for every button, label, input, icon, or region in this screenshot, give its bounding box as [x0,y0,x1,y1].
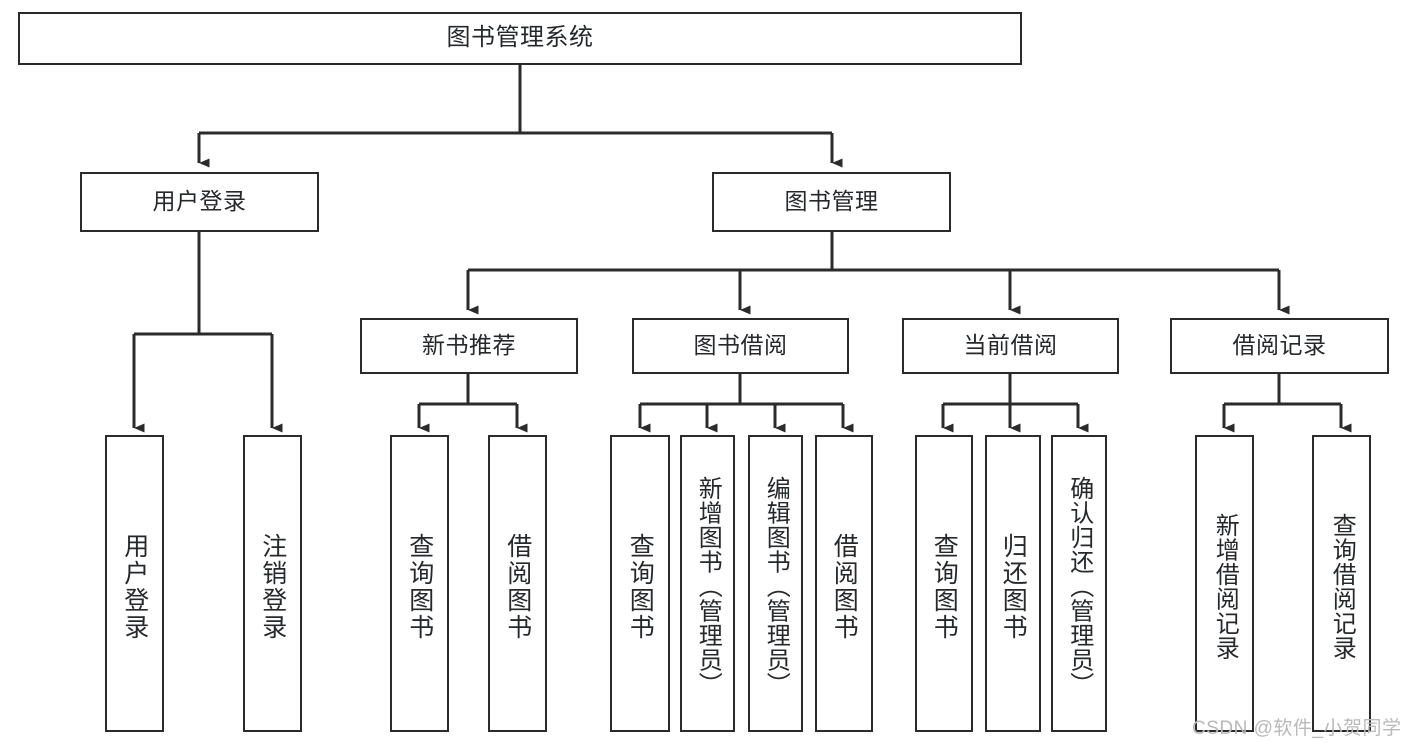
node-leaf-borrow-book-2[interactable]: 借阅图书 [815,435,873,732]
node-leaf-query-record[interactable]: 查询借阅记录 [1312,435,1371,732]
node-leaf-add-record[interactable]: 新增借阅记录 [1195,435,1254,732]
node-leaf-query-book-3[interactable]: 查询图书 [915,435,973,732]
node-borrow-record[interactable]: 借阅记录 [1170,318,1389,374]
node-leaf-borrow-book-2-label: 借阅图书 [830,532,859,641]
node-leaf-query-record-label: 查询借阅记录 [1328,513,1356,660]
node-leaf-query-book-1[interactable]: 查询图书 [390,435,449,732]
node-book-management[interactable]: 图书管理 [712,172,951,232]
node-leaf-user-login[interactable]: 用户登录 [105,435,164,732]
node-leaf-query-book-2[interactable]: 查询图书 [610,435,670,732]
node-leaf-query-book-2-label: 查询图书 [626,532,655,641]
node-leaf-user-login-label: 用户登录 [120,532,149,641]
node-leaf-return-book[interactable]: 归还图书 [985,435,1041,732]
node-leaf-add-book-label: 新增图书（管理员） [694,476,722,697]
node-book-management-label: 图书管理 [784,188,879,215]
node-borrow-record-label: 借阅记录 [1232,332,1327,359]
node-leaf-edit-book-label: 编辑图书（管理员） [762,476,790,697]
node-leaf-edit-book[interactable]: 编辑图书（管理员） [748,435,803,732]
node-book-borrow[interactable]: 图书借阅 [632,318,849,374]
node-root-label: 图书管理系统 [446,24,594,52]
node-leaf-borrow-book-1-label: 借阅图书 [503,532,532,641]
node-book-borrow-label: 图书借阅 [693,332,788,359]
node-user-login[interactable]: 用户登录 [80,172,319,232]
node-leaf-query-book-1-label: 查询图书 [405,532,434,641]
node-root[interactable]: 图书管理系统 [18,12,1022,65]
node-leaf-user-logout[interactable]: 注销登录 [243,435,302,732]
node-leaf-return-book-label: 归还图书 [999,532,1028,641]
node-new-book-recommend-label: 新书推荐 [422,332,516,359]
node-user-login-label: 用户登录 [152,188,247,215]
node-leaf-confirm-return-label: 确认归还（管理员） [1065,476,1093,697]
node-leaf-add-record-label: 新增借阅记录 [1211,513,1239,660]
csdn-watermark: CSDN @软件_小贺同学 [1192,718,1402,739]
node-leaf-query-book-3-label: 查询图书 [930,532,959,641]
node-new-book-recommend[interactable]: 新书推荐 [360,318,578,374]
node-leaf-confirm-return[interactable]: 确认归还（管理员） [1051,435,1107,732]
node-leaf-add-book[interactable]: 新增图书（管理员） [680,435,735,732]
node-current-borrow-label: 当前借阅 [963,332,1058,359]
node-leaf-borrow-book-1[interactable]: 借阅图书 [488,435,547,732]
node-current-borrow[interactable]: 当前借阅 [902,318,1119,374]
node-leaf-user-logout-label: 注销登录 [258,532,287,641]
